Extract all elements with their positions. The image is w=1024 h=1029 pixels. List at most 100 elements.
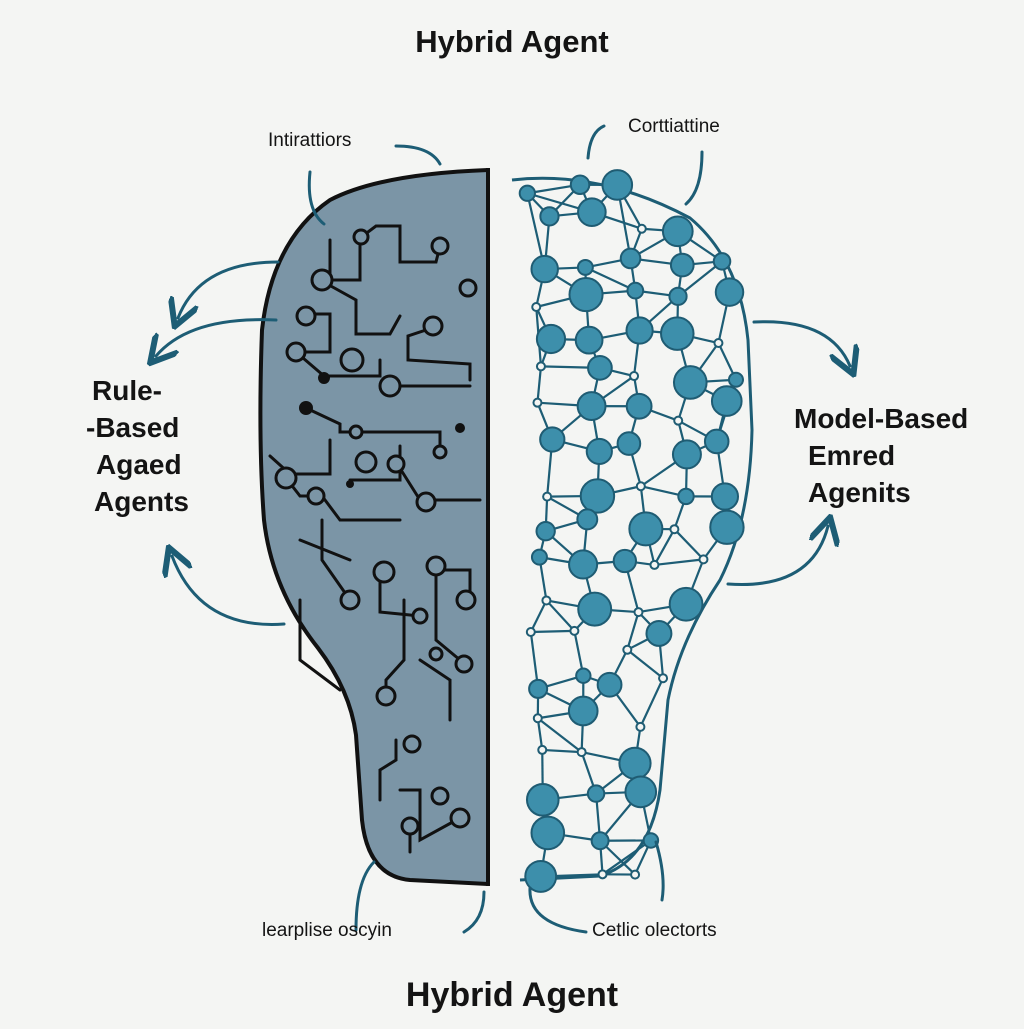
network-node: [630, 372, 638, 380]
network-node: [638, 225, 646, 233]
circuit-ring: [404, 736, 420, 752]
network-node: [578, 392, 606, 420]
circuit-ring: [413, 609, 427, 623]
network-node: [536, 522, 554, 540]
network-node: [531, 256, 557, 282]
circuit-ring: [432, 238, 448, 254]
network-node: [634, 608, 642, 616]
network-node: [527, 628, 535, 636]
network-edge: [674, 529, 703, 559]
network-node: [674, 366, 707, 399]
network-node: [531, 817, 564, 850]
circuit-ring: [388, 456, 404, 472]
network-node: [578, 593, 611, 626]
network-node: [537, 325, 565, 353]
network-node: [529, 680, 547, 698]
arrow-left-mid: [156, 320, 276, 356]
network-node: [532, 303, 540, 311]
circuit-ring: [377, 687, 395, 705]
circuit-head-shape: [260, 170, 488, 884]
arrow-right-lower: [728, 526, 828, 585]
network-node: [623, 646, 631, 654]
network-node: [716, 278, 743, 305]
circuit-ring: [354, 230, 368, 244]
circuit-ring: [297, 307, 315, 325]
network-node: [537, 362, 545, 370]
rule-based-label-line-2: -Based: [86, 409, 189, 446]
network-node: [602, 170, 632, 200]
circuit-ring: [356, 452, 376, 472]
network-nodes: [520, 170, 744, 892]
model-based-label: Model-Based Emred Agenits: [794, 400, 968, 511]
network-node: [729, 373, 743, 387]
network-edge: [654, 559, 703, 565]
network-node: [619, 748, 650, 779]
network-node: [712, 386, 742, 416]
network-edge: [640, 678, 663, 727]
network-node: [618, 432, 641, 455]
network-edge: [531, 631, 575, 632]
network-edge: [537, 366, 540, 402]
circuit-ring: [451, 809, 469, 827]
rule-based-label: Rule- -Based Agaed Agents: [92, 372, 189, 520]
network-node: [527, 784, 559, 816]
network-node: [710, 511, 743, 544]
network-node: [532, 550, 547, 565]
network-node: [627, 394, 652, 419]
network-node: [712, 483, 738, 509]
network-node: [714, 339, 722, 347]
circuit-dot: [346, 480, 354, 488]
network-node: [569, 278, 602, 311]
network-node: [543, 493, 551, 501]
network-node: [581, 479, 614, 512]
model-based-label-line-3: Agenits: [808, 474, 968, 511]
circuit-ring: [457, 591, 475, 609]
network-node: [599, 870, 607, 878]
circuit-ring: [350, 426, 362, 438]
circuit-ring: [374, 562, 394, 582]
circuit-ring: [430, 648, 442, 660]
network-node: [621, 249, 641, 269]
title-bottom: Hybrid Agent: [0, 976, 1024, 1015]
model-based-label-line-1: Model-Based: [794, 400, 968, 437]
network-node: [540, 427, 564, 451]
arrow-left-lower: [172, 556, 284, 624]
network-edge: [531, 600, 547, 632]
network-node: [674, 417, 682, 425]
network-node: [578, 260, 593, 275]
network-node: [540, 207, 558, 225]
network-node: [631, 871, 639, 879]
network-node: [670, 588, 703, 621]
network-node: [569, 697, 598, 726]
network-node: [542, 596, 550, 604]
network-node: [626, 317, 652, 343]
network-node: [671, 254, 694, 277]
network-node: [588, 356, 612, 380]
network-node: [533, 399, 541, 407]
circuit-ring: [276, 468, 296, 488]
network-node: [661, 317, 694, 350]
callout-top-right-tick: [686, 152, 702, 204]
circuit-ring: [287, 343, 305, 361]
network-node: [592, 832, 609, 849]
network-node: [637, 482, 645, 490]
circuit-ring: [312, 270, 332, 290]
rule-based-label-line-1: Rule-: [92, 372, 189, 409]
circuit-dot: [318, 372, 330, 384]
network-node: [673, 440, 701, 468]
network-edge: [542, 750, 581, 752]
circuit-ring: [308, 488, 324, 504]
network-node: [663, 216, 693, 246]
model-based-label-line-2: Emred: [808, 437, 968, 474]
network-node: [571, 175, 590, 194]
flow-arrows: [156, 126, 850, 932]
network-edge: [627, 650, 663, 678]
network-node: [699, 555, 707, 563]
circuit-ring: [380, 376, 400, 396]
annotation-top-right: Corttiattine: [628, 116, 720, 138]
annotation-bottom-right: Cetlic olectorts: [592, 920, 717, 942]
circuit-ring: [456, 656, 472, 672]
network-node: [627, 283, 643, 299]
network-node: [534, 714, 542, 722]
